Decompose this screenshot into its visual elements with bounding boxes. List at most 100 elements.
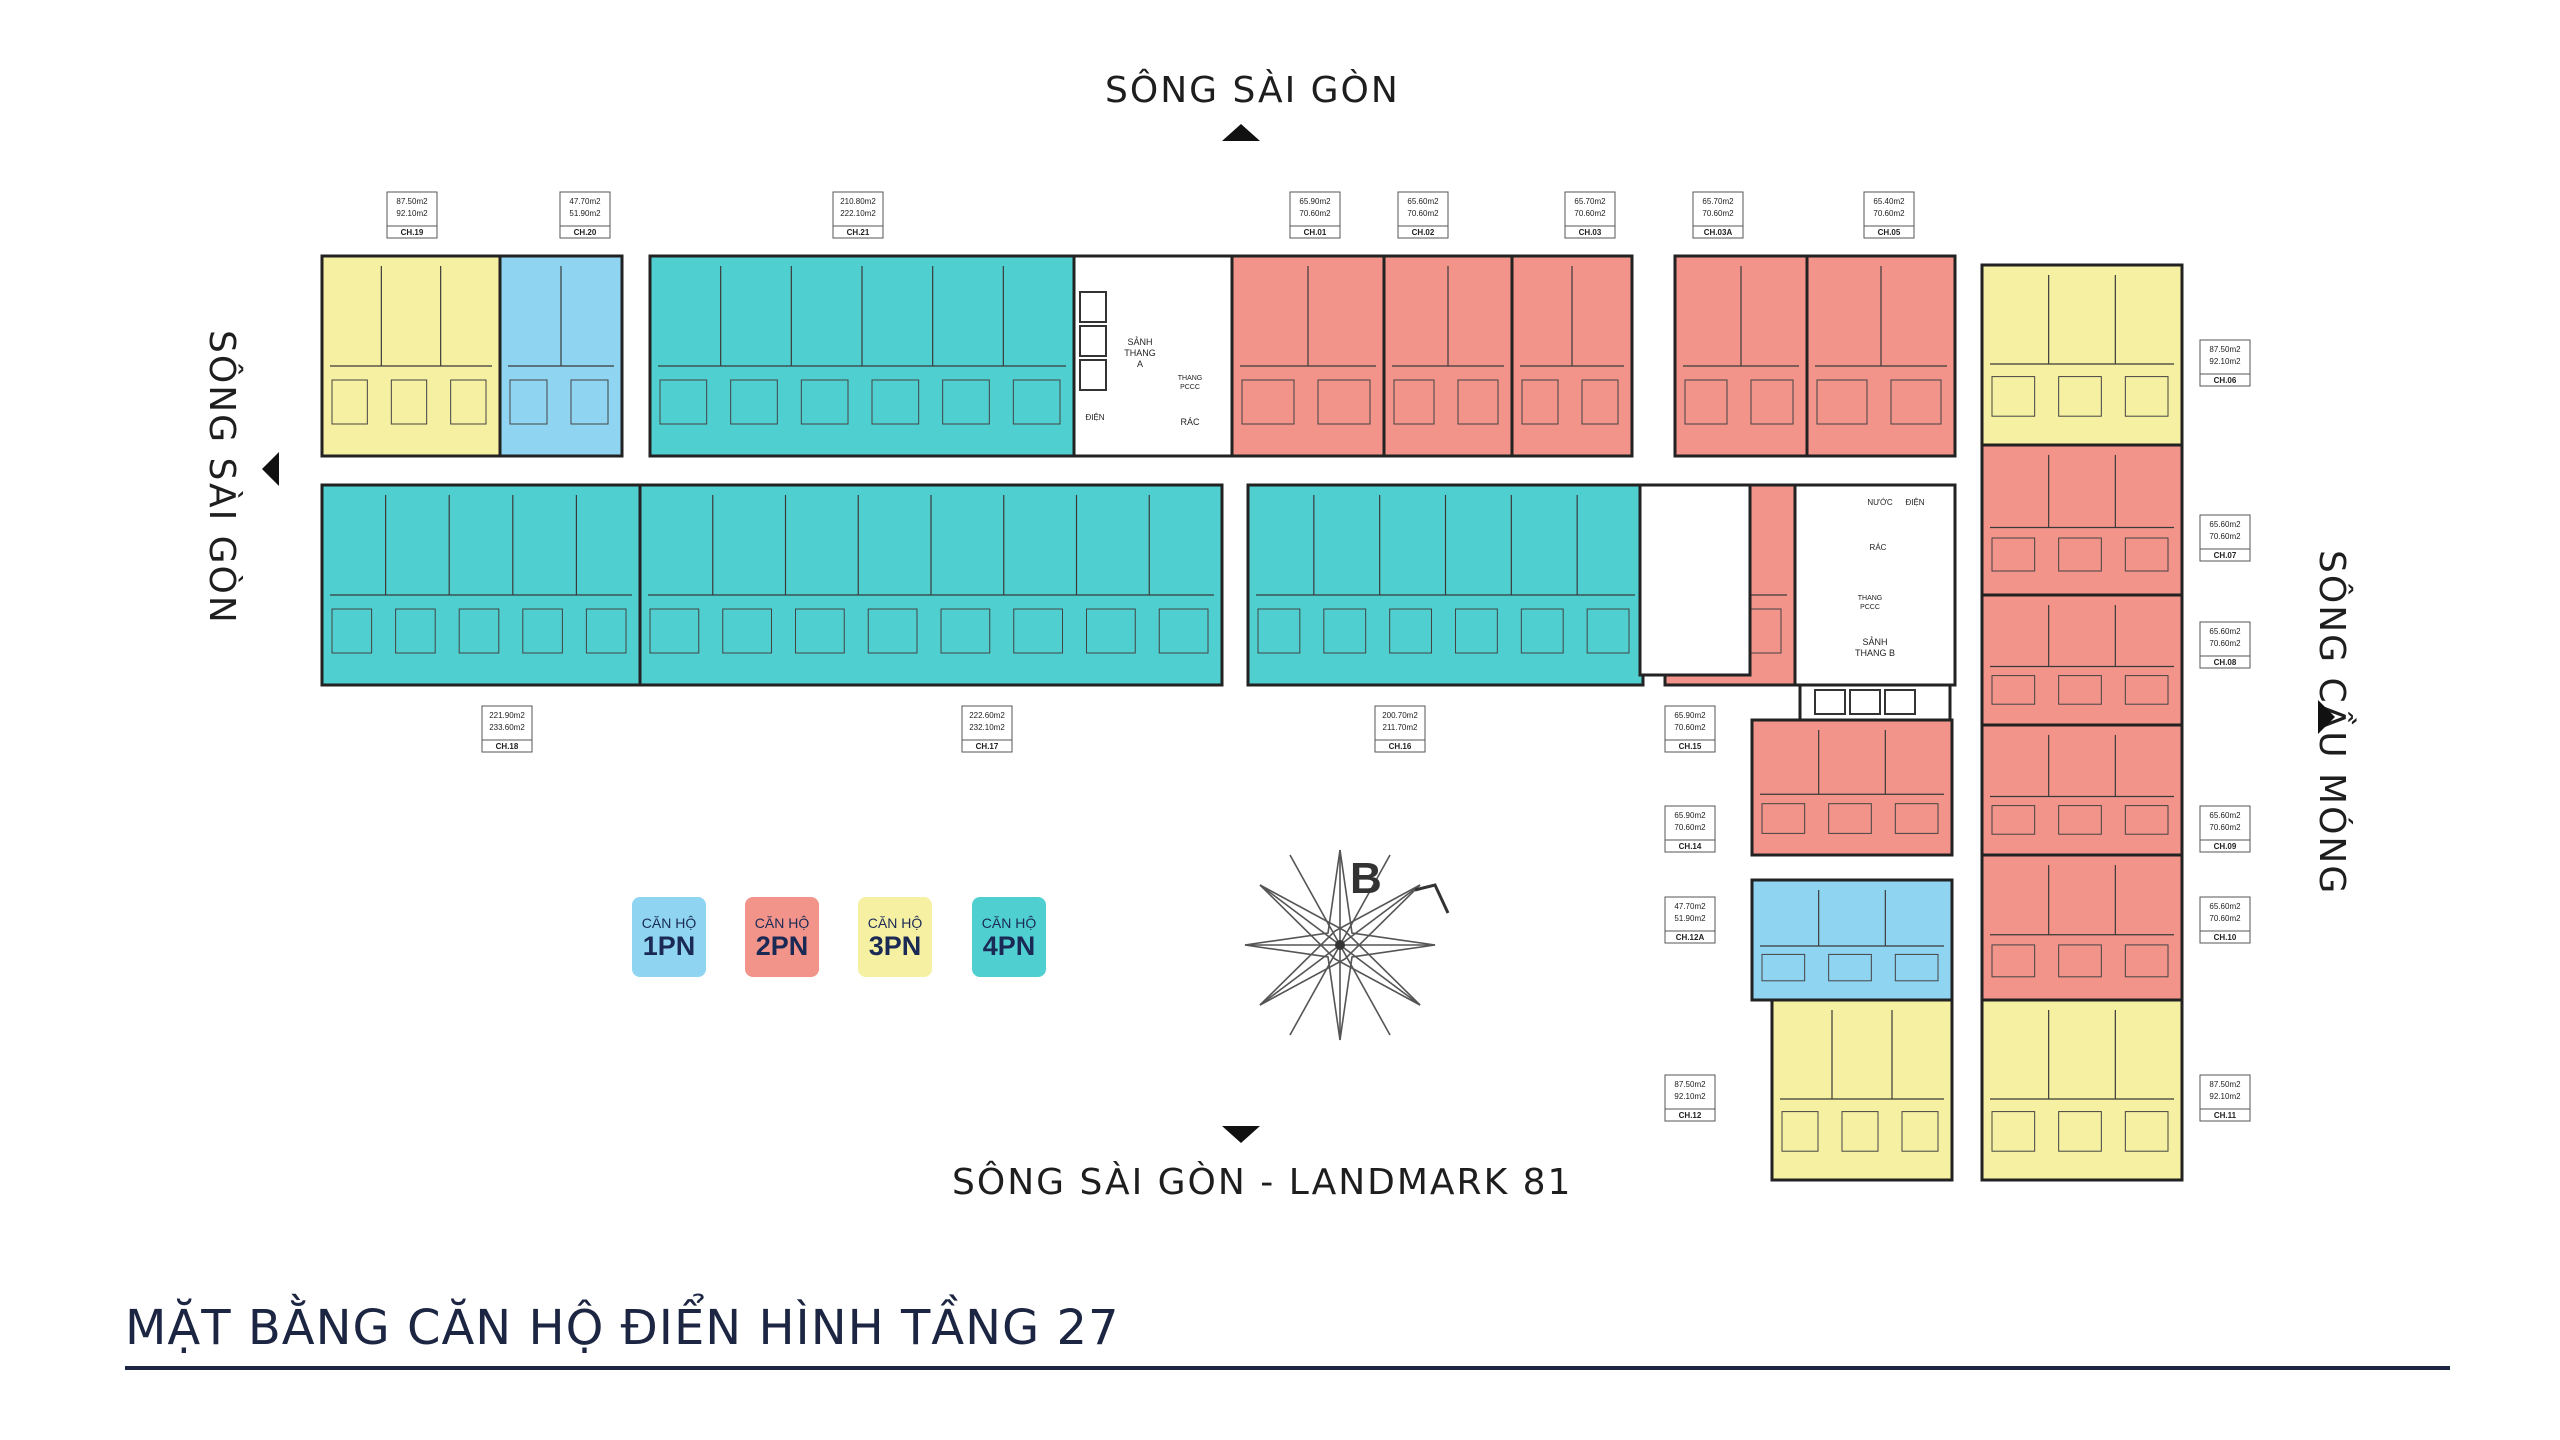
unit-ch-01 — [1230, 254, 1386, 458]
unit-ch-07 — [1980, 443, 2184, 597]
core-label: ĐIỆN — [1905, 498, 1924, 507]
unit-id: CH.05 — [1878, 228, 1901, 237]
unit-id: CH.12A — [1676, 933, 1705, 942]
unit-ch-16 — [1246, 483, 1645, 687]
page-title: MẶT BẰNG CĂN HỘ ĐIỂN HÌNH TẦNG 27 — [125, 1300, 1120, 1356]
unit-area-2: 70.60m2 — [1299, 209, 1331, 218]
unit-area-2: 51.90m2 — [569, 209, 601, 218]
unit-id: CH.10 — [2214, 933, 2237, 942]
legend-caption: CĂN HỘ — [754, 915, 810, 931]
unit-id: CH.09 — [2214, 842, 2237, 851]
unit-ch-10 — [1980, 853, 2184, 1002]
legend-type: 2PN — [755, 931, 809, 961]
legend-type: 1PN — [642, 931, 696, 961]
unit-area-1: 65.70m2 — [1574, 197, 1606, 206]
unit-ch-18 — [320, 483, 642, 687]
unit-area-2: 232.10m2 — [969, 723, 1005, 732]
legend-type: 4PN — [982, 931, 1036, 961]
unit-area-2: 70.60m2 — [1873, 209, 1905, 218]
unit-area-1: 65.40m2 — [1873, 197, 1905, 206]
unit-area-2: 211.70m2 — [1383, 723, 1419, 732]
direction-arrow-east-icon — [2318, 700, 2335, 734]
direction-arrow-south-icon — [1222, 1126, 1260, 1143]
unit-area-1: 65.90m2 — [1674, 811, 1706, 820]
direction-arrow-north-icon — [1222, 124, 1260, 141]
direction-label-north: SÔNG SÀI GÒN — [1105, 70, 1400, 111]
unit-id: CH.16 — [1389, 742, 1412, 751]
unit-area-2: 70.60m2 — [2209, 532, 2241, 541]
core-label: SẢNH — [1127, 336, 1152, 347]
unit-id: CH.01 — [1304, 228, 1327, 237]
unit-area-1: 65.90m2 — [1674, 711, 1706, 720]
unit-area-2: 70.60m2 — [1674, 723, 1706, 732]
unit-id: CH.08 — [2214, 658, 2237, 667]
legend-type: 3PN — [868, 931, 922, 961]
unit-area-1: 87.50m2 — [396, 197, 428, 206]
unit-ch-03a — [1673, 254, 1809, 458]
title-divider — [125, 1366, 2450, 1370]
core-label: A — [1137, 359, 1143, 369]
unit-area-2: 222.10m2 — [840, 209, 876, 218]
unit-area-1: 87.50m2 — [2209, 1080, 2241, 1089]
unit-area-2: 92.10m2 — [2209, 357, 2241, 366]
unit-ch-12a — [1750, 878, 1954, 1002]
unit-id: CH.03A — [1704, 228, 1733, 237]
core-label: NƯỚC — [1867, 498, 1892, 507]
core-label: RÁC — [1180, 417, 1200, 427]
unit-area-2: 92.10m2 — [396, 209, 428, 218]
unit-area-2: 70.60m2 — [1674, 823, 1706, 832]
unit-id: CH.06 — [2214, 376, 2237, 385]
unit-area-1: 65.60m2 — [2209, 902, 2241, 911]
unit-ch-17 — [638, 483, 1224, 687]
unit-ch-08 — [1980, 593, 2184, 727]
unit-area-1: 87.50m2 — [1674, 1080, 1706, 1089]
unit-area-1: 221.90m2 — [489, 711, 525, 720]
unit-area-1: 47.70m2 — [569, 197, 601, 206]
compass-north-label: B — [1350, 854, 1382, 903]
unit-ch-21 — [648, 254, 1076, 458]
unit-area-2: 233.60m2 — [489, 723, 525, 732]
core-label: RÁC — [1870, 543, 1887, 552]
unit-area-2: 92.10m2 — [2209, 1092, 2241, 1101]
unit-ch-19 — [320, 254, 502, 458]
core-block — [1638, 483, 1752, 677]
unit-id: CH.18 — [496, 742, 519, 751]
core-label: SẢNH — [1862, 636, 1887, 647]
unit-id: CH.15 — [1679, 742, 1702, 751]
unit-area-2: 70.60m2 — [2209, 823, 2241, 832]
unit-area-2: 70.60m2 — [1702, 209, 1734, 218]
unit-area-1: 65.60m2 — [2209, 811, 2241, 820]
unit-area-1: 87.50m2 — [2209, 345, 2241, 354]
unit-id: CH.03 — [1579, 228, 1602, 237]
unit-area-1: 65.70m2 — [1702, 197, 1734, 206]
unit-id: CH.12 — [1679, 1111, 1702, 1120]
unit-area-1: 65.90m2 — [1299, 197, 1331, 206]
unit-id: CH.11 — [2214, 1111, 2237, 1120]
unit-area-1: 47.70m2 — [1674, 902, 1706, 911]
unit-area-1: 210.80m2 — [840, 197, 876, 206]
unit-area-1: 222.60m2 — [969, 711, 1005, 720]
core-label: THANG — [1858, 595, 1883, 602]
unit-labels-layer: 87.50m292.10m2CH.1947.70m251.90m2CH.2021… — [386, 191, 2251, 1122]
unit-ch-06 — [1980, 263, 2184, 447]
legend-caption: CĂN HỘ — [867, 915, 923, 931]
compass-rose-icon: B — [1244, 849, 1450, 1041]
unit-ch-20 — [498, 254, 624, 458]
